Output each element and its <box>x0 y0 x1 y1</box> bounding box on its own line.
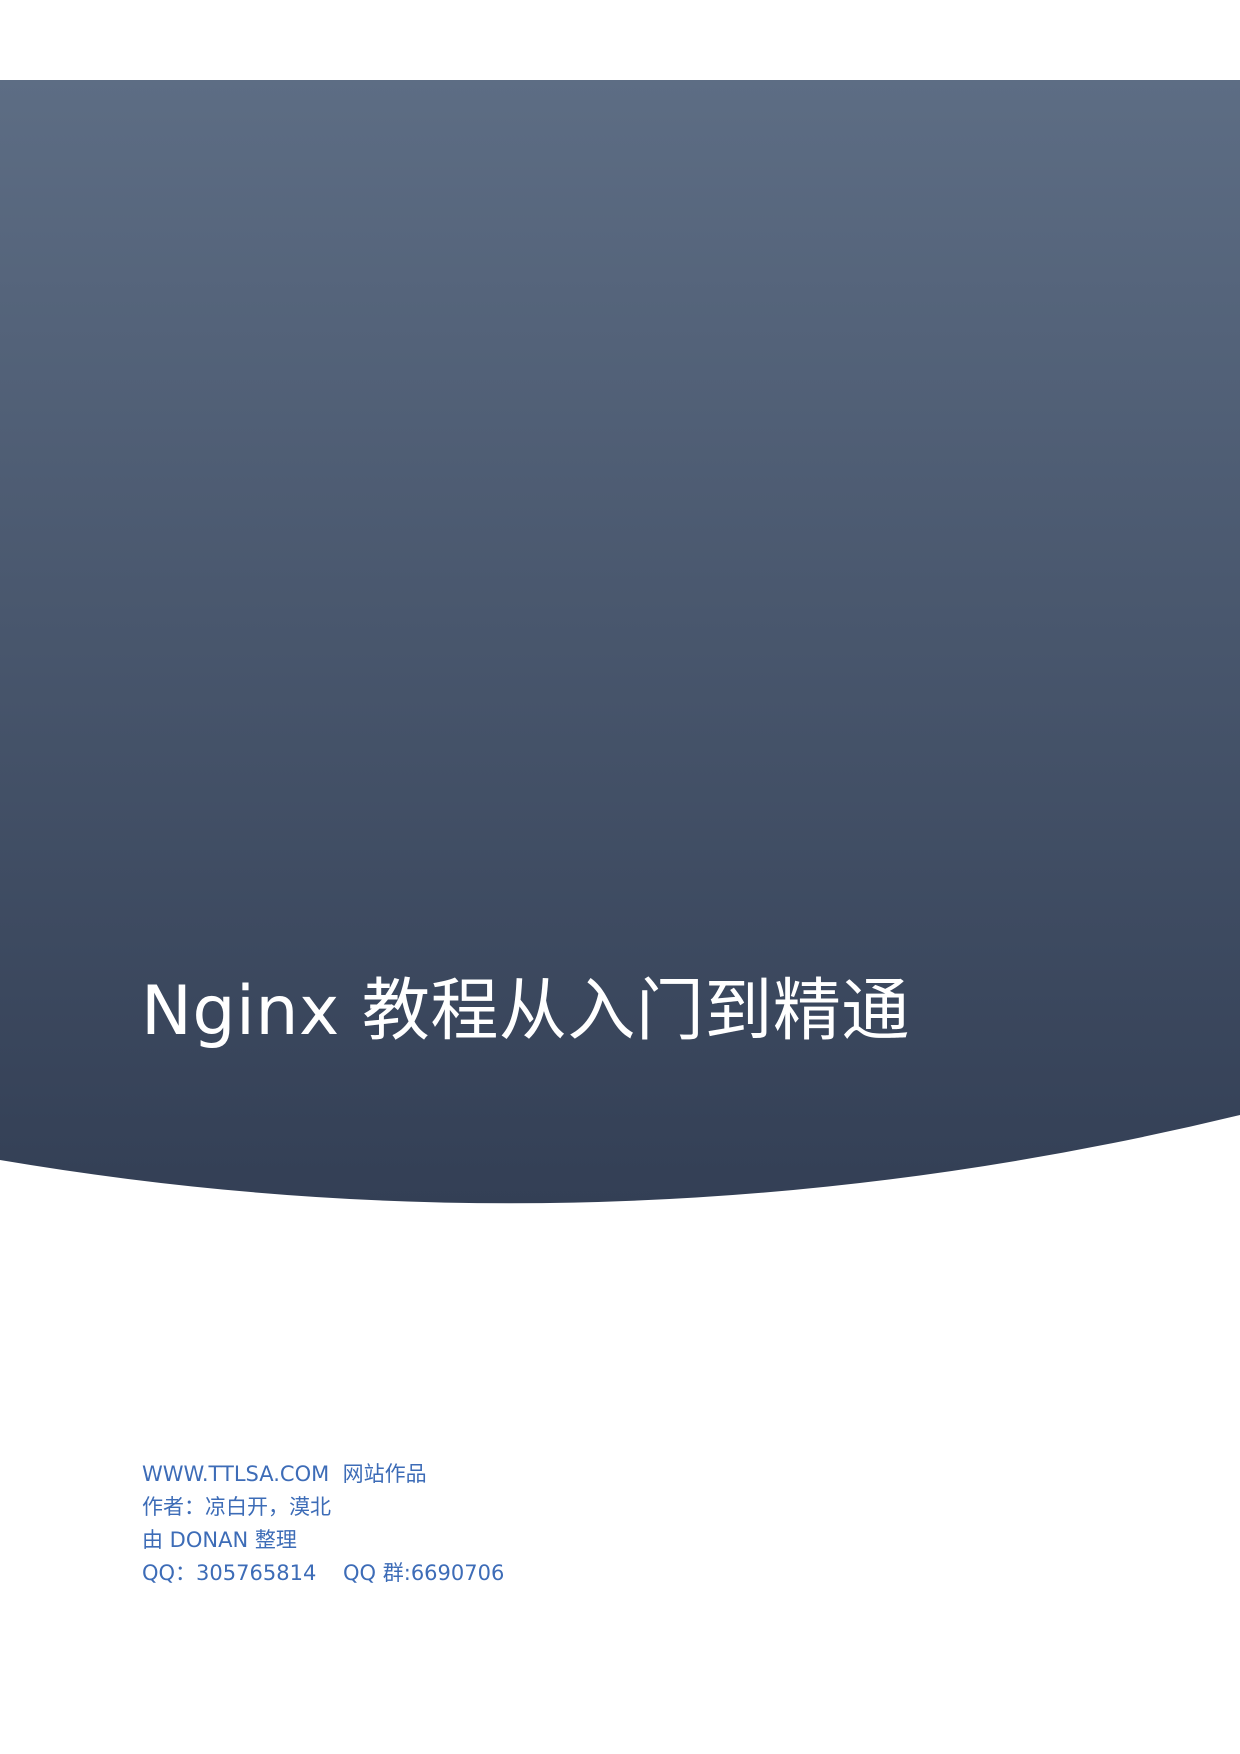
website-line: WWW.TTLSA.COM 网站作品 <box>142 1462 427 1486</box>
cover-info: WWW.TTLSA.COM 网站作品 作者：凉白开，漠北 由 DONAN 整理 … <box>142 1458 504 1590</box>
compiler-line: 由 DONAN 整理 <box>142 1528 297 1552</box>
author-line: 作者：凉白开，漠北 <box>142 1495 331 1519</box>
contact-line: QQ：305765814 QQ 群:6690706 <box>142 1561 505 1585</box>
cover-title: Nginx 教程从入门到精通 <box>141 972 910 1051</box>
